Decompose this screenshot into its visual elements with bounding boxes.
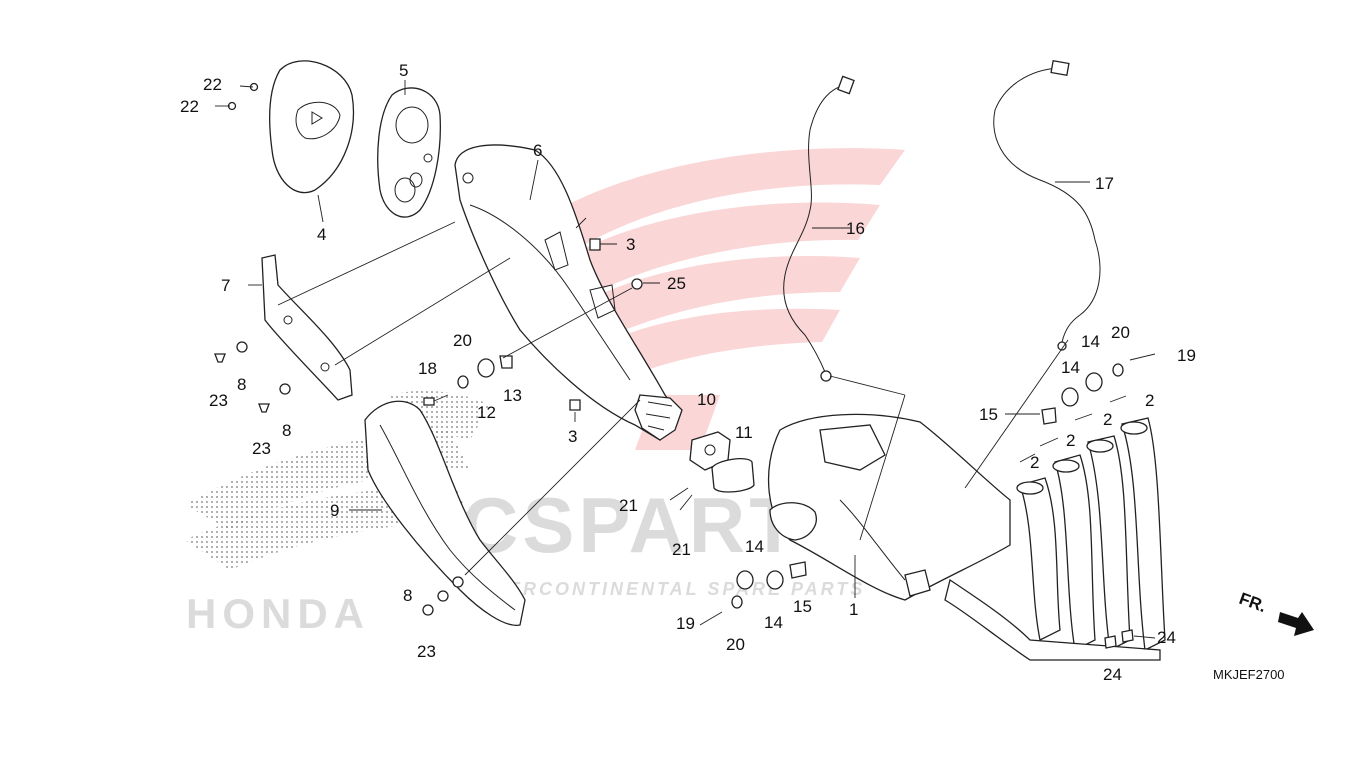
callout-5[interactable]: 5 xyxy=(399,61,408,80)
muffler-end-plate xyxy=(377,87,441,218)
callout-9[interactable]: 9 xyxy=(330,501,339,520)
muffler-end-cover xyxy=(227,60,355,194)
header-pipes xyxy=(944,417,1166,661)
exhaust-gasket xyxy=(711,458,755,493)
callout-21[interactable]: 21 xyxy=(672,540,691,559)
callout-8[interactable]: 8 xyxy=(403,586,412,605)
callout-4[interactable]: 4 xyxy=(317,225,326,244)
callout-7[interactable]: 7 xyxy=(221,276,230,295)
callout-2[interactable]: 2 xyxy=(1145,391,1154,410)
callout-17[interactable]: 17 xyxy=(1095,174,1114,193)
callout-8[interactable]: 8 xyxy=(282,421,291,440)
exhaust-pipe-chamber xyxy=(767,413,1011,601)
callout-18[interactable]: 18 xyxy=(418,359,437,378)
front-direction-arrow: FR. xyxy=(1237,589,1314,636)
callout-14[interactable]: 14 xyxy=(764,613,783,632)
callout-2[interactable]: 2 xyxy=(1066,431,1075,450)
hardware-fasteners xyxy=(214,238,1156,649)
callout-25[interactable]: 25 xyxy=(667,274,686,293)
heat-guard-bracket xyxy=(261,254,353,401)
diagram-code: MKJEF2700 xyxy=(1213,667,1285,682)
callout-2[interactable]: 2 xyxy=(1103,410,1112,429)
callout-19[interactable]: 19 xyxy=(676,614,695,633)
callout-3[interactable]: 3 xyxy=(626,235,635,254)
watermark-honda-text: HONDA xyxy=(186,590,370,637)
callout-20[interactable]: 20 xyxy=(726,635,745,654)
callout-1[interactable]: 1 xyxy=(849,600,858,619)
callout-24[interactable]: 24 xyxy=(1103,665,1122,684)
callout-11[interactable]: 11 xyxy=(735,423,753,442)
callout-23[interactable]: 23 xyxy=(417,642,436,661)
front-direction-label: FR. xyxy=(1237,589,1269,616)
callout-20[interactable]: 20 xyxy=(453,331,472,350)
callout-22[interactable]: 22 xyxy=(180,97,199,116)
callout-19[interactable]: 19 xyxy=(1177,346,1196,365)
callout-3[interactable]: 3 xyxy=(568,427,577,446)
callout-10[interactable]: 10 xyxy=(697,390,716,409)
callout-14[interactable]: 14 xyxy=(745,537,764,556)
callout-leaders xyxy=(215,80,1156,639)
o2-sensor-wire-17 xyxy=(993,59,1101,351)
callout-14[interactable]: 14 xyxy=(1081,332,1100,351)
callout-13[interactable]: 13 xyxy=(503,386,522,405)
callout-20[interactable]: 20 xyxy=(1111,323,1130,342)
callout-14[interactable]: 14 xyxy=(1061,358,1080,377)
callout-2[interactable]: 2 xyxy=(1030,453,1039,472)
callout-21[interactable]: 21 xyxy=(619,496,638,515)
callout-8[interactable]: 8 xyxy=(237,375,246,394)
muffler-body xyxy=(454,144,683,441)
o2-sensor-wire-16 xyxy=(783,75,855,382)
callout-12[interactable]: 12 xyxy=(477,403,496,422)
lower-heat-shield xyxy=(364,400,526,626)
callout-23[interactable]: 23 xyxy=(209,391,228,410)
callout-numbers: 1 2 2 2 2 3 3 4 5 6 7 8 8 8 9 10 11 12 1… xyxy=(180,61,1196,684)
callout-15[interactable]: 15 xyxy=(979,405,998,424)
watermark-tagline-text: INTERCONTINENTAL SPARE PARTS xyxy=(470,579,865,599)
callout-6[interactable]: 6 xyxy=(533,141,542,160)
callout-23[interactable]: 23 xyxy=(252,439,271,458)
callout-16[interactable]: 16 xyxy=(846,219,865,238)
callout-22[interactable]: 22 xyxy=(203,75,222,94)
callout-24[interactable]: 24 xyxy=(1157,628,1176,647)
callout-15[interactable]: 15 xyxy=(793,597,812,616)
